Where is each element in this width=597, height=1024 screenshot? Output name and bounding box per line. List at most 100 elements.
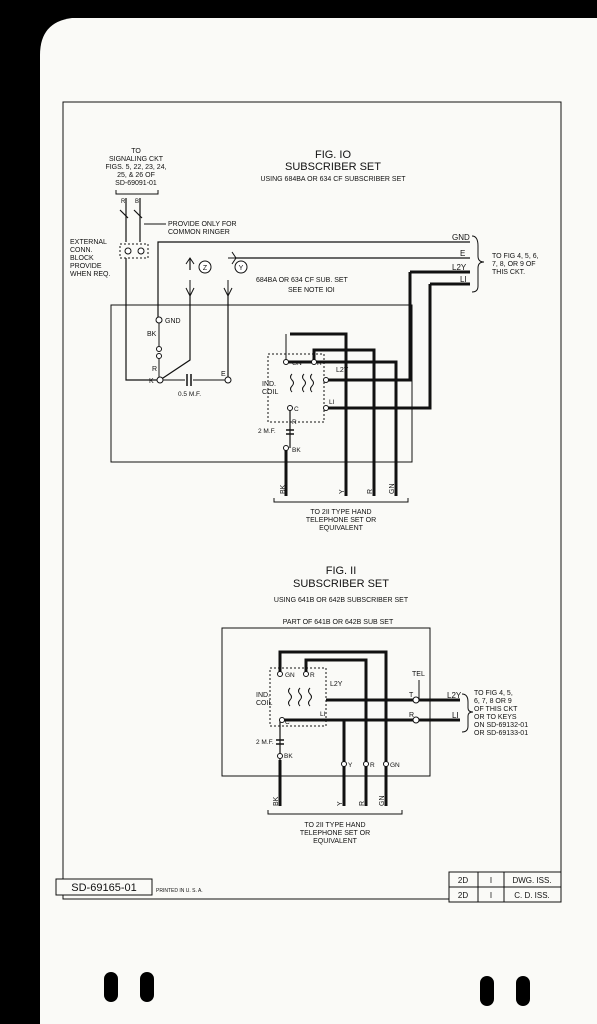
e-arrow [228,251,237,265]
issue-row2-c3: C. D. ISS. [514,891,550,900]
f11-r-cord [304,658,368,806]
ext-block-3: BLOCK [70,255,94,262]
y-circle [234,260,248,274]
cord-bk: BK [280,484,287,494]
f11-coil-coil: COIL [256,700,272,707]
f11-to-fig-5: ON SD-69132-01 [474,722,528,729]
y-cord [290,332,348,496]
f11-coil-gn: GN [285,672,295,679]
gnd-lead [157,241,470,250]
coil-li: LI [329,399,335,406]
f11-coil-li: LI [320,711,326,718]
punch-hole-2 [140,972,154,1002]
to-signal-line-1: TO [131,148,141,155]
issue-row1-c3: DWG. ISS. [512,876,551,885]
c-terminal [287,405,293,411]
coil-r2: R [292,419,297,426]
f11-to-fig-3: OF THIS CKT [474,706,518,713]
r-cord [312,348,376,496]
f11-cord-bk: BK [273,796,280,806]
left-bk: BK [147,331,157,338]
to-signaling-ckt-note: TO SIGNALING CKT FIGS. 5, 22, 23, 24, 25… [105,148,166,187]
coil-mf: 2 M.F. [258,428,276,435]
ext-block-4: PROVIDE [70,263,102,270]
y-label: Y [239,265,244,272]
ext-block-1: EXTERNAL [70,239,107,246]
z-label: Z [203,265,208,272]
see-note-label: SEE NOTE IOI [288,287,335,294]
cap-label: 0.5 M.F. [178,391,201,398]
ext-terminal-1 [124,247,132,255]
to211-line-3: EQUIVALENT [319,525,364,532]
fig10-coil-box [267,353,325,423]
f11-t: T [409,692,414,699]
drawing-border [62,101,562,900]
ringer-coil-1 [156,346,162,352]
fig11-using: USING 641B OR 642B SUBSCRIBER SET [274,597,409,604]
f11-gn-terminal [277,671,283,677]
to211-line-2: TELEPHONE SET OR [306,517,376,524]
issue-row1-c2: I [490,876,492,885]
f11-term-r: R [370,762,375,769]
paper-sheet [40,18,597,1024]
fig11: FIG. II SUBSCRIBER SET USING 641B OR 642… [221,565,528,845]
punch-hole-3 [480,976,494,1006]
coil-ind: IND. [262,381,276,388]
signal-leads [125,198,141,242]
issue-row2-c2: I [490,891,492,900]
ext-block-2: CONN. [70,247,93,254]
sub-set-label: 684BA OR 634 CF SUB. SET [256,277,349,284]
fig10-bottom-brace [273,498,409,503]
issue-row1-c1: 2D [458,876,468,885]
to-signal-line-2: SIGNALING CKT [109,156,164,163]
to-signal-line-5: SD-69091-01 [115,180,157,187]
f11-r-terminal [303,671,309,677]
cord-r: R [367,489,374,494]
f11-coil-r: R [310,672,315,679]
fig10-right-brace [471,235,485,293]
fig10-using: USING 684BA OR 634 CF SUBSCRIBER SET [260,176,406,183]
ext-terminal-2 [137,247,145,255]
issue-table-grid [449,872,561,902]
provide-only-2: COMMON RINGER [168,229,230,236]
f11-r-cord-terminal [363,761,369,767]
cap-0-5mf [186,374,192,386]
z-wire [159,296,191,381]
to-signal-line-4: 25, & 26 OF [117,172,155,179]
to-fig-line-2: 7, 8, OR 9 OF [492,261,536,268]
bk-terminal [283,445,289,451]
punch-hole-4 [516,976,530,1006]
f11-coil-mf: 2 M.F. [256,739,274,746]
f11-y-terminal [341,761,347,767]
f11-coil-c: C [285,719,290,726]
f11-cord-y: Y [337,801,344,806]
f11-cap-2mf [276,739,284,745]
fig11-set-box [221,627,431,777]
f11-bk-terminal [277,753,283,759]
fig11-coil-box [269,667,327,727]
f11-c-terminal [279,717,285,723]
k-terminal [156,376,164,384]
f11-r2-terminal [412,716,420,724]
f11-coil-bk: BK [284,753,293,760]
lead-label-gnd: GND [452,233,470,242]
f11-t-terminal [412,696,420,704]
ringer-coil-2 [156,353,162,359]
ext-conn-block [119,243,149,259]
lead-r-label: R [121,199,126,205]
printed-in-usa: PRINTED IN U. S. A. [156,888,203,894]
e-terminal [224,376,232,384]
f11-coil-l2y: L2Y [330,681,343,688]
f11-to211-2: TELEPHONE SET OR [300,830,370,837]
f11-to-fig-6: OR SD-69133-01 [474,730,528,737]
punch-holes [104,972,530,1006]
f11-to-fig-1: TO FIG 4, 5, [474,690,513,697]
fig10-set-box [110,304,413,463]
issue-row2-c1: 2D [458,891,468,900]
cord-gn: GN [389,484,396,495]
to-fig-line-3: THIS CKT. [492,269,525,276]
coil-gn: GN [292,360,302,367]
to-signal-line-3: FIGS. 5, 22, 23, 24, [105,164,166,171]
fig10: FIG. IO SUBSCRIBER SET USING 684BA OR 63… [70,148,539,532]
